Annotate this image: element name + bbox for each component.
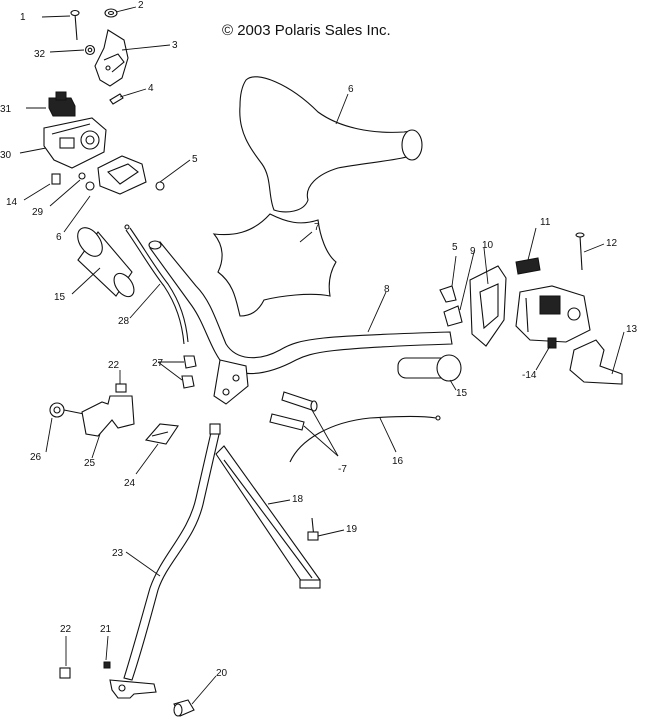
part-22-nut-lower — [59, 667, 71, 679]
part-28-throttle-cable — [124, 224, 189, 345]
callout-23: 23 — [112, 548, 124, 559]
part-13-throttle-cover — [569, 339, 623, 385]
part-25-bracket — [81, 395, 135, 437]
callout-6: 6 — [348, 84, 354, 95]
callout-22: 22 — [108, 360, 120, 371]
part-7-pad-cover — [212, 213, 337, 317]
part-11-block — [515, 257, 541, 275]
callout-7-pins: -7 — [338, 464, 347, 475]
part-15-right-grip — [397, 354, 462, 382]
part-22-nut — [115, 383, 127, 393]
part-throttle-housing — [515, 285, 591, 343]
callout-1: 1 — [20, 12, 26, 23]
part-1-screw — [70, 9, 80, 41]
callout-14: 14 — [6, 197, 18, 208]
part-8-handlebar — [148, 240, 453, 405]
part-10-throttle-plate — [469, 265, 507, 347]
part-27-nuts — [181, 355, 197, 389]
callout-19: 19 — [346, 524, 358, 535]
part-21-nut — [103, 661, 111, 669]
part-20-bolt — [173, 699, 195, 717]
callout-8: 8 — [384, 284, 390, 295]
part-30-switch-housing — [43, 117, 107, 169]
part-2-washer — [104, 8, 118, 18]
callout-22-lower: 22 — [60, 624, 72, 635]
callout-13: 13 — [626, 324, 638, 335]
callout-29: 29 — [32, 207, 44, 218]
callout-16: 16 — [392, 456, 404, 467]
callout-28: 28 — [118, 316, 130, 327]
part-14-nut — [51, 173, 61, 185]
part-lower-bracket — [109, 679, 157, 699]
callout-11: 11 — [540, 217, 551, 228]
callout-24: 24 — [124, 478, 136, 489]
callout-9: 9 — [470, 246, 476, 257]
leader-lines — [19, 6, 625, 705]
part-31-switch-cap — [48, 91, 76, 117]
copyright-text: © 2003 Polaris Sales Inc. — [222, 22, 391, 39]
callout-5-right: 5 — [452, 242, 458, 253]
callout-21: 21 — [100, 624, 112, 635]
callout-3: 3 — [172, 40, 178, 51]
callout-30: 30 — [0, 150, 12, 161]
part-4-screw — [109, 93, 124, 105]
callout-7: 7 — [314, 222, 320, 233]
part-24-clip — [144, 423, 179, 445]
callout-labels: 1 2 3 32 4 6 31 30 5 14 29 6 7 8 5 9 10 … — [0, 0, 638, 679]
part-16-cable — [289, 415, 441, 463]
part-32-nut — [84, 44, 96, 56]
part-15-left-grip — [77, 227, 135, 298]
part-12-pin — [575, 232, 585, 271]
part-26-retainer — [49, 402, 85, 418]
part-29-washer — [78, 172, 86, 180]
part-14-nut-right — [547, 337, 557, 349]
callout-27: 27 — [152, 358, 164, 369]
callout-4: 4 — [148, 83, 154, 94]
callout-31: 31 — [0, 104, 12, 115]
callout-5-upper: 5 — [192, 154, 198, 165]
part-9-bushing — [443, 305, 463, 327]
part-19-bolt — [307, 517, 319, 541]
callout-20: 20 — [216, 668, 228, 679]
part-7-pins — [269, 391, 318, 431]
callout-32: 32 — [34, 49, 46, 60]
callout-10: 10 — [482, 240, 494, 251]
part-23-steering-post — [123, 423, 221, 681]
callout-15-right: 15 — [456, 388, 468, 399]
callout-15-left: 15 — [54, 292, 66, 303]
part-18-brace — [215, 445, 321, 589]
callout-26: 26 — [30, 452, 42, 463]
part-3-clamp-cover — [94, 29, 129, 87]
callout-2: 2 — [138, 0, 144, 11]
callout-25: 25 — [84, 458, 96, 469]
part-6-handlebar-pad — [239, 76, 423, 213]
part-5-bracket-plate — [85, 155, 165, 195]
callout-14-right: -14 — [522, 370, 537, 381]
callout-18: 18 — [292, 494, 304, 505]
part-5-screw — [439, 285, 457, 303]
callout-6-lower: 6 — [56, 232, 62, 243]
callout-12: 12 — [606, 238, 618, 249]
